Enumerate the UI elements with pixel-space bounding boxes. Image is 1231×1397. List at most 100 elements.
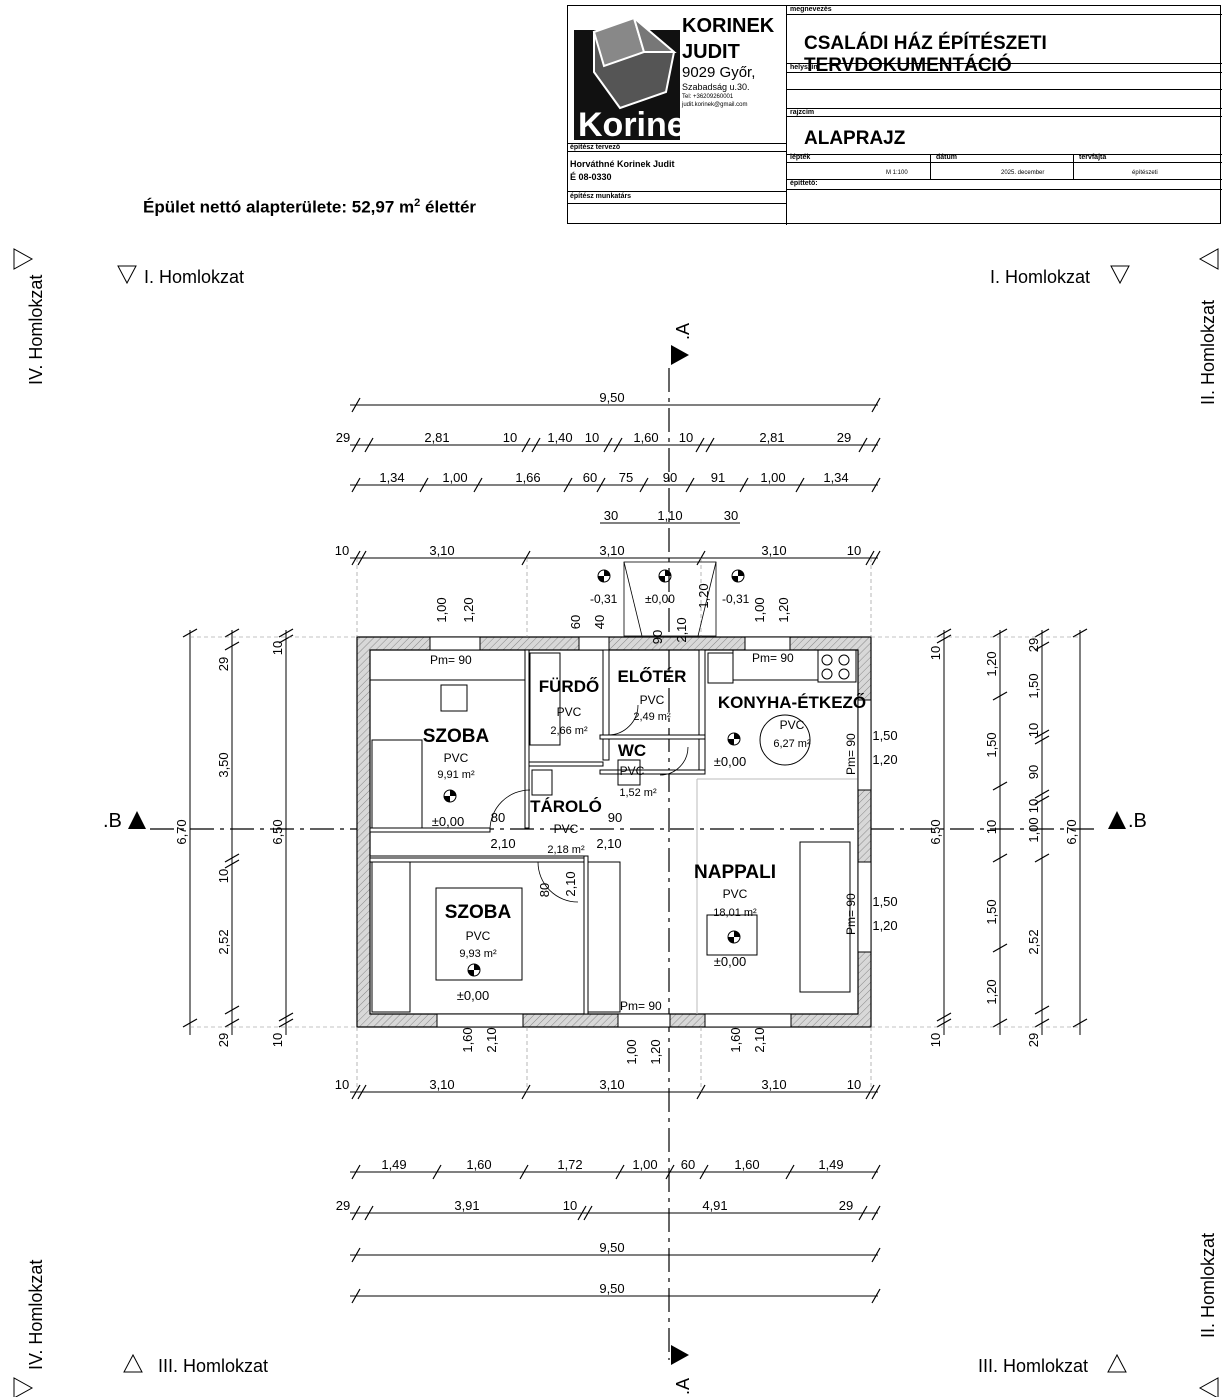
room-area: 2,18 m²	[547, 844, 585, 856]
date-value: 2025. december	[1001, 170, 1045, 176]
dim-text: 1,50	[984, 899, 999, 924]
level-center: ±0,00	[645, 592, 675, 606]
dim-text: 90	[1026, 765, 1041, 779]
dim-text: 1,00	[632, 1157, 657, 1172]
company-email: judit.korinek@gmail.com	[682, 102, 748, 108]
section-label-b-left: .B	[103, 810, 122, 832]
dim-text: 80	[537, 883, 552, 897]
dim-text: 2,52	[1026, 929, 1041, 954]
designation-label: megnevezés	[790, 6, 832, 13]
dim-text: 75	[619, 470, 633, 485]
dim-text: 3,91	[454, 1198, 479, 1213]
dim-bottom-overall-1: 9,50	[599, 1240, 624, 1255]
level-left: -0,31	[590, 592, 618, 606]
section-arrow-icon	[1108, 811, 1126, 829]
elevation-triangle-icon	[1107, 1353, 1127, 1373]
room-floor: PVC	[780, 718, 805, 732]
dim-text: 6,50	[270, 819, 285, 844]
wardrobe-2	[587, 861, 621, 1013]
dim-text: 60	[583, 470, 597, 485]
dim-text: 1,60	[728, 1027, 743, 1052]
elevation-triangle-icon	[123, 1353, 143, 1373]
dim-text: 1,50	[872, 894, 897, 909]
section-lines	[150, 368, 1096, 1360]
room-name: NAPPALI	[694, 862, 776, 883]
dim-text: 10	[1026, 799, 1041, 813]
room-floor: PVC	[466, 929, 491, 943]
dimension-texts-vertical: 6,70 29 3,50 10 2,52 29 6,50 10 10 6,50 …	[174, 583, 1079, 1064]
dim-text: 10	[503, 430, 517, 445]
net-area-note: Épület nettó alapterülete: 52,97 m2 élet…	[143, 197, 477, 217]
room-floor: PVC	[444, 751, 469, 765]
dim-text: 2,10	[490, 836, 515, 851]
dim-text: 29	[1026, 1033, 1041, 1047]
title-block: Korinek KORINEK JUDIT 9029 Győr, Szabads…	[567, 5, 1222, 225]
furniture	[369, 649, 857, 1013]
window-sill-labels: Pm= 90 Pm= 90 Pm= 90 Pm= 90 Pm= 90	[430, 651, 858, 1013]
room-name: ELŐTÉR	[618, 667, 687, 686]
dim-text: 1,34	[379, 470, 404, 485]
dim-text: 1,60	[734, 1157, 759, 1172]
dim-text: 2,81	[759, 430, 784, 445]
dim-text: 91	[711, 470, 725, 485]
logo-text: Korinek	[578, 106, 680, 140]
company-street: Szabadság u.30.	[682, 82, 750, 92]
section-label-a-bottom: .A	[673, 1378, 693, 1395]
elevation-markers: I. Homlokzat I. Homlokzat III. Homlokzat…	[13, 248, 1219, 1397]
plan-type-value: építészeti	[1132, 170, 1158, 176]
dim-text: 29	[839, 1198, 853, 1213]
dim-text: 1,60	[466, 1157, 491, 1172]
room-name: TÁROLÓ	[530, 797, 602, 816]
dim-text: 10	[270, 641, 285, 655]
dim-text: 2,10	[752, 1027, 767, 1052]
client-label: építtető:	[790, 180, 818, 187]
elevation-label-i-right: I. Homlokzat	[990, 267, 1090, 287]
elevation-label-ii-bottom: II. Homlokzat	[1198, 1233, 1218, 1338]
dim-text: 2,10	[596, 836, 621, 851]
company-name-2: JUDIT	[682, 41, 740, 63]
dim-text: 10	[679, 430, 693, 445]
wall-outlines	[370, 778, 858, 1014]
room-floor: PVC	[557, 705, 582, 719]
location-label: helyszín	[790, 64, 818, 71]
dim-text: 10	[270, 1033, 285, 1047]
dining-table	[759, 714, 811, 766]
room-area: 1,52 m²	[619, 787, 657, 799]
dim-text: 1,00	[1026, 817, 1041, 842]
elevation-label-i-left: I. Homlokzat	[144, 267, 244, 287]
dim-text: 3,10	[429, 1077, 454, 1092]
dim-text: 6,70	[174, 819, 189, 844]
dim-text: 30	[604, 508, 618, 523]
date-label: dátum	[936, 154, 957, 161]
dim-text: 1,20	[776, 597, 791, 622]
dim-text: 90	[663, 470, 677, 485]
bed	[371, 739, 423, 829]
title-block-left	[568, 6, 787, 225]
dim-text: 2,81	[424, 430, 449, 445]
company-name-1: KORINEK	[682, 15, 775, 37]
dim-text: 1,60	[460, 1027, 475, 1052]
shower	[529, 652, 561, 746]
elevation-triangle-icon	[117, 265, 137, 285]
level-right: -0,31	[722, 592, 750, 606]
dim-text: 29	[1026, 638, 1041, 652]
associate-label: építész munkatárs	[570, 193, 632, 200]
dim-text: 6,70	[1064, 819, 1079, 844]
chair	[440, 684, 468, 712]
company-logo: Korinek	[574, 15, 680, 140]
dim-text: 3,10	[599, 1077, 624, 1092]
dim-text: 1,20	[872, 918, 897, 933]
dim-text: 4,91	[702, 1198, 727, 1213]
fridge	[707, 652, 734, 684]
sill-label: Pm= 90	[752, 651, 794, 665]
elevation-triangle-icon	[13, 248, 34, 270]
company-city: 9029 Győr,	[682, 64, 756, 81]
double-bed	[435, 887, 523, 981]
elevation-triangle-icon	[1198, 1377, 1219, 1397]
dim-text: 29	[336, 430, 350, 445]
dimension-lines	[189, 404, 1081, 1297]
dim-text: 29	[336, 1198, 350, 1213]
dim-text: 60	[681, 1157, 695, 1172]
dim-text: 10	[847, 1077, 861, 1092]
